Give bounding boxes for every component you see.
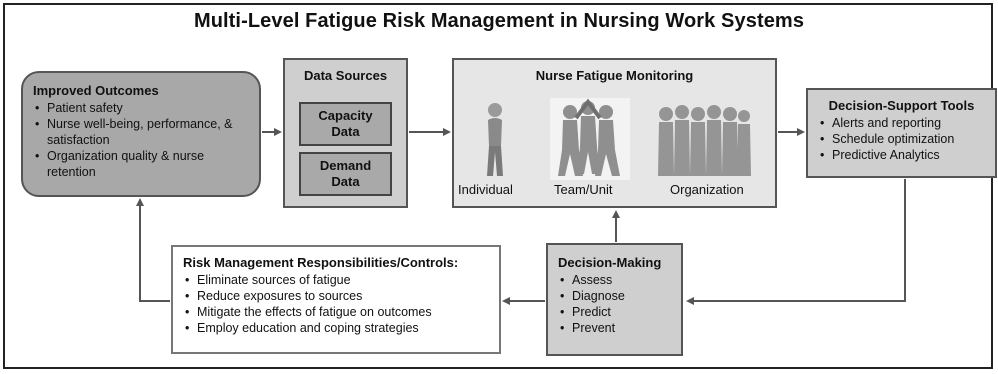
tool-item: Predictive Analytics [818, 147, 985, 163]
decision-item: Diagnose [558, 288, 671, 304]
nurse-fatigue-monitoring-box: Nurse Fatigue Monitoring Individual Team… [452, 58, 777, 208]
improved-outcomes-box: Improved Outcomes Patient safety Nurse w… [21, 71, 261, 197]
control-item: Mitigate the effects of fatigue on outco… [183, 304, 489, 320]
individual-figure-icon [487, 103, 503, 176]
team-unit-label: Team/Unit [554, 182, 613, 197]
data-sources-box: Data Sources Capacity Data Demand Data [283, 58, 408, 208]
decision-item: Assess [558, 272, 671, 288]
demand-data-box: Demand Data [299, 152, 392, 196]
decision-support-tools-box: Decision-Support Tools Alerts and report… [806, 88, 997, 178]
risk-management-box: Risk Management Responsibilities/Control… [171, 245, 501, 354]
capacity-data-label: Capacity Data [318, 108, 373, 139]
individual-label: Individual [458, 182, 513, 197]
control-item: Employ education and coping strategies [183, 320, 489, 336]
decision-item: Prevent [558, 320, 671, 336]
decision-making-box: Decision-Making Assess Diagnose Predict … [546, 243, 683, 356]
tool-item: Schedule optimization [818, 131, 985, 147]
decision-making-title: Decision-Making [558, 255, 662, 270]
data-sources-title: Data Sources [303, 68, 388, 83]
outcome-item: Organization quality & nurse retention [33, 148, 249, 180]
organization-figure-icon [658, 105, 751, 176]
tool-item: Alerts and reporting [818, 115, 985, 131]
risk-management-title: Risk Management Responsibilities/Control… [183, 255, 459, 270]
improved-outcomes-title: Improved Outcomes [33, 83, 159, 98]
team-figure-icon [550, 98, 630, 180]
arrow-dst-to-decision [686, 179, 906, 305]
organization-label: Organization [670, 182, 744, 197]
decision-support-title: Decision-Support Tools [828, 98, 975, 113]
monitoring-title: Nurse Fatigue Monitoring [535, 68, 694, 83]
capacity-data-box: Capacity Data [299, 102, 392, 146]
outcome-item: Nurse well-being, performance, & satisfa… [33, 116, 249, 148]
demand-data-label: Demand Data [319, 158, 372, 189]
control-item: Reduce exposures to sources [183, 288, 489, 304]
control-item: Eliminate sources of fatigue [183, 272, 489, 288]
arrow-risk-to-outcomes [136, 198, 170, 302]
outcome-item: Patient safety [33, 100, 249, 116]
diagram-title: Multi-Level Fatigue Risk Management in N… [193, 10, 805, 32]
decision-item: Predict [558, 304, 671, 320]
